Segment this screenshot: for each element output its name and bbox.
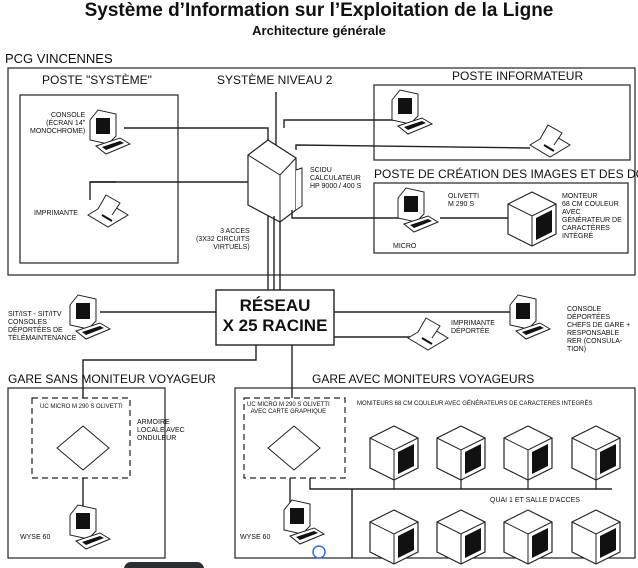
creation-monitor-icon bbox=[507, 191, 557, 247]
title: Système d’Information sur l’Exploitation… bbox=[84, 0, 554, 21]
systeme-niveau-label: SYSTÈME NIVEAU 2 bbox=[217, 73, 333, 87]
reseau-box bbox=[215, 289, 335, 346]
console-label: CONSOLE (ÉCRAN 14" MONOCHROME) bbox=[30, 112, 86, 136]
poste-informateur-box bbox=[373, 84, 631, 161]
cursor-circle-icon bbox=[312, 545, 326, 559]
monitor-icon bbox=[571, 425, 621, 481]
imprimante-icon bbox=[87, 194, 129, 228]
imprimante-deportee-icon bbox=[407, 317, 449, 351]
console-deportee-icon bbox=[509, 294, 551, 340]
console-computer-icon bbox=[89, 109, 131, 155]
poste-creation-label: POSTE DE CRÉATION DES IMAGES ET DES DONN… bbox=[374, 167, 638, 181]
pcg-label: PCG VINCENNES bbox=[5, 51, 113, 66]
poste-informateur-label: POSTE INFORMATEUR bbox=[452, 69, 584, 83]
moniteur-label: MONTEUR 68 CM COULEUR AVEC GÉNÉRATEUR DE… bbox=[562, 193, 622, 241]
micro-computer-icon bbox=[397, 187, 439, 233]
quai-label: QUAI 1 ET SALLE D'ACCES bbox=[490, 497, 580, 504]
acces-label: 3 ACCES (3X32 CIRCUITS VIRTUELS) bbox=[196, 228, 250, 252]
uc-avec-label: UC MICRO M 290 S OLIVETTI AVEC CARTE GRA… bbox=[247, 402, 330, 415]
gare-sans-label: GARE SANS MONITEUR VOYAGEUR bbox=[8, 372, 216, 386]
wyse-avec-label: WYSE 60 bbox=[240, 534, 271, 541]
informateur-printer-icon bbox=[529, 124, 571, 158]
imprimante-deportee-label: IMPRIMANTE DÉPORTÉE bbox=[451, 320, 495, 336]
gare-avec-box bbox=[234, 387, 636, 559]
reseau-label: RÉSEAU X 25 RACINE bbox=[222, 296, 328, 336]
informateur-computer-icon bbox=[391, 89, 433, 135]
monitor-icon bbox=[369, 425, 419, 481]
uc-avec-icon bbox=[267, 425, 321, 471]
monitor-icon bbox=[571, 509, 621, 565]
gare-avec-label: GARE AVEC MONITEURS VOYAGEURS bbox=[312, 372, 535, 386]
console-deportees-label: CONSOLE DÉPORTÉES CHEFS DE GARE + RESPON… bbox=[567, 306, 631, 354]
wyse-avec-icon bbox=[283, 499, 325, 545]
uc-sans-label: UC MICRO M 290 S OLIVETTI bbox=[40, 404, 123, 410]
gare-sans-box bbox=[7, 387, 166, 559]
server-label: SCIDU CALCULATEUR HP 9000 / 400 S bbox=[310, 167, 362, 191]
olivetti-label: OLIVETTI M 290 S bbox=[448, 193, 480, 209]
server-icon bbox=[247, 139, 303, 223]
monitor-icon bbox=[369, 509, 419, 565]
monitor-icon bbox=[503, 425, 553, 481]
pcg-box bbox=[7, 67, 636, 276]
overlay-pill bbox=[124, 562, 204, 568]
moniteurs-label: MONITEURS 68 CM COULEUR AVEC GÉNÉRATEURS… bbox=[357, 401, 593, 407]
imprimante-label: IMPRIMANTE bbox=[34, 210, 78, 217]
wyse-sans-icon bbox=[69, 504, 111, 550]
subtitle: Architecture générale bbox=[252, 23, 386, 38]
uc-sans-icon bbox=[56, 425, 110, 471]
poste-systeme-box bbox=[19, 94, 179, 264]
uc-avec-dashed bbox=[243, 397, 346, 479]
sit-label: SIT/IST - SIT/ITV CONSOLES DÉPORTÉES DE … bbox=[8, 311, 77, 343]
monitor-icon bbox=[503, 509, 553, 565]
uc-sans-dashed bbox=[31, 397, 131, 479]
wyse-sans-label: WYSE 60 bbox=[20, 534, 51, 541]
monitor-icon bbox=[436, 509, 486, 565]
micro-label: MICRO bbox=[393, 243, 417, 250]
monitor-icon bbox=[436, 425, 486, 481]
poste-systeme-label: POSTE "SYSTÈME" bbox=[42, 73, 152, 87]
armoire-label: ARMOIRE LOCALE AVEC ONDULEUR bbox=[137, 419, 185, 443]
